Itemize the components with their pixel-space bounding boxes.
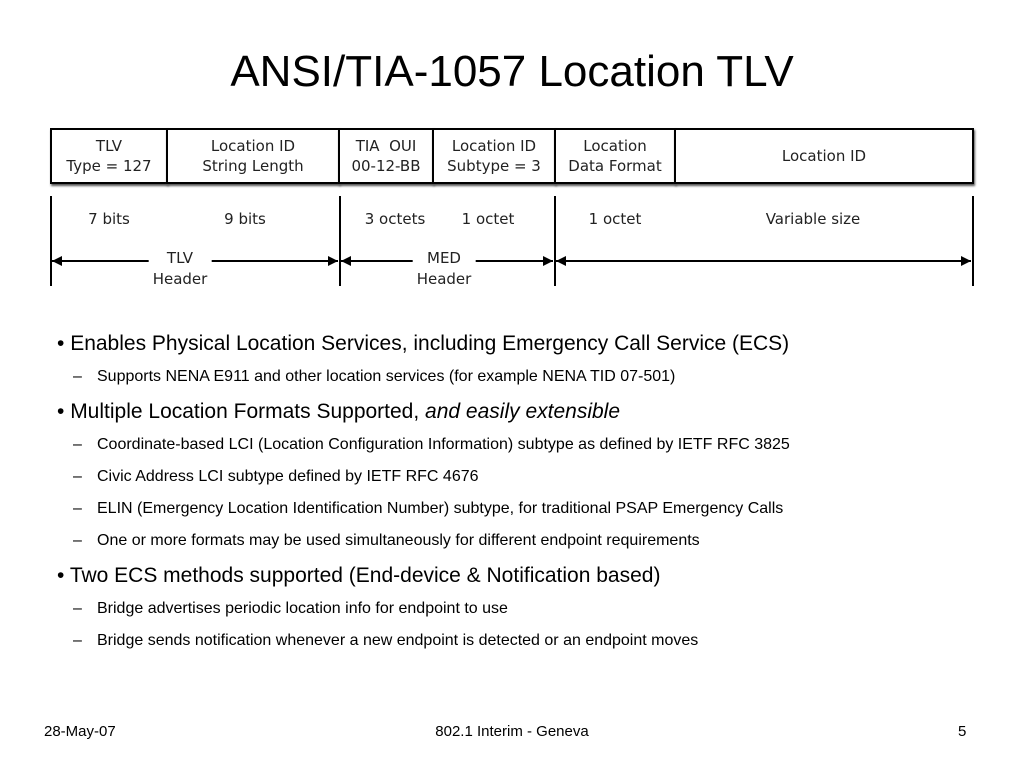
size-label: 9 bits bbox=[224, 210, 266, 228]
field-tlv-type: TLV Type = 127 bbox=[50, 128, 168, 184]
field-label: Location ID bbox=[451, 137, 537, 155]
field-label: Location bbox=[583, 137, 647, 155]
boundary-line bbox=[554, 196, 556, 286]
field-tia-oui: TIA OUI 00-12-BB bbox=[338, 128, 434, 184]
size-label: 1 octet bbox=[588, 210, 642, 228]
size-label: 7 bits bbox=[88, 210, 130, 228]
size-label: 1 octet bbox=[461, 210, 515, 228]
bullet-item: • Enables Physical Location Services, in… bbox=[57, 332, 790, 355]
sub-bullet-item: –Coordinate-based LCI (Location Configur… bbox=[73, 436, 790, 453]
tlv-header-label: TLV Header bbox=[148, 248, 212, 290]
field-label: String Length bbox=[202, 157, 304, 175]
boundary-line bbox=[972, 196, 974, 286]
size-label: Variable size bbox=[765, 210, 861, 228]
field-label: Type = 127 bbox=[66, 157, 152, 175]
field-location-id-subtype: Location ID Subtype = 3 bbox=[432, 128, 556, 184]
med-header-label: MED Header bbox=[412, 248, 476, 290]
boundary-line bbox=[50, 196, 52, 286]
footer-date: 28-May-07 bbox=[44, 723, 116, 740]
footer-center-text: 802.1 Interim - Geneva bbox=[435, 723, 589, 740]
sub-bullet-item: –Supports NENA E911 and other location s… bbox=[73, 368, 676, 385]
sub-bullet-item: –One or more formats may be used simulta… bbox=[73, 532, 700, 549]
field-label: TLV bbox=[95, 137, 123, 155]
bullet-item: • Two ECS methods supported (End-device … bbox=[57, 564, 661, 587]
boundary-line bbox=[339, 196, 341, 286]
field-label: Subtype = 3 bbox=[447, 157, 541, 175]
sub-bullet-item: –Civic Address LCI subtype defined by IE… bbox=[73, 468, 479, 485]
field-label: Location ID bbox=[781, 147, 867, 165]
bullet-item: • Multiple Location Formats Supported, a… bbox=[57, 400, 621, 423]
location-arrow bbox=[556, 256, 971, 266]
field-label: TIA OUI bbox=[355, 137, 417, 155]
page-number: 5 bbox=[958, 723, 967, 740]
sub-bullet-item: –Bridge advertises periodic location inf… bbox=[73, 600, 508, 617]
sub-bullet-item: –Bridge sends notification whenever a ne… bbox=[73, 632, 699, 649]
field-location-data-format: Location Data Format bbox=[554, 128, 676, 184]
sub-bullet-item: –ELIN (Emergency Location Identification… bbox=[73, 500, 784, 517]
size-label: 3 octets bbox=[364, 210, 426, 228]
bullet-list: • Enables Physical Location Services, in… bbox=[57, 330, 997, 662]
slide-title: ANSI/TIA-1057 Location TLV bbox=[230, 47, 794, 96]
field-location-id: Location ID bbox=[674, 128, 974, 184]
field-location-id-length: Location ID String Length bbox=[166, 128, 340, 184]
field-label: 00-12-BB bbox=[351, 157, 421, 175]
field-label: Data Format bbox=[568, 157, 662, 175]
field-label: Location ID bbox=[210, 137, 296, 155]
tlv-format-diagram: TLV Type = 127 Location ID String Length… bbox=[0, 0, 1024, 300]
